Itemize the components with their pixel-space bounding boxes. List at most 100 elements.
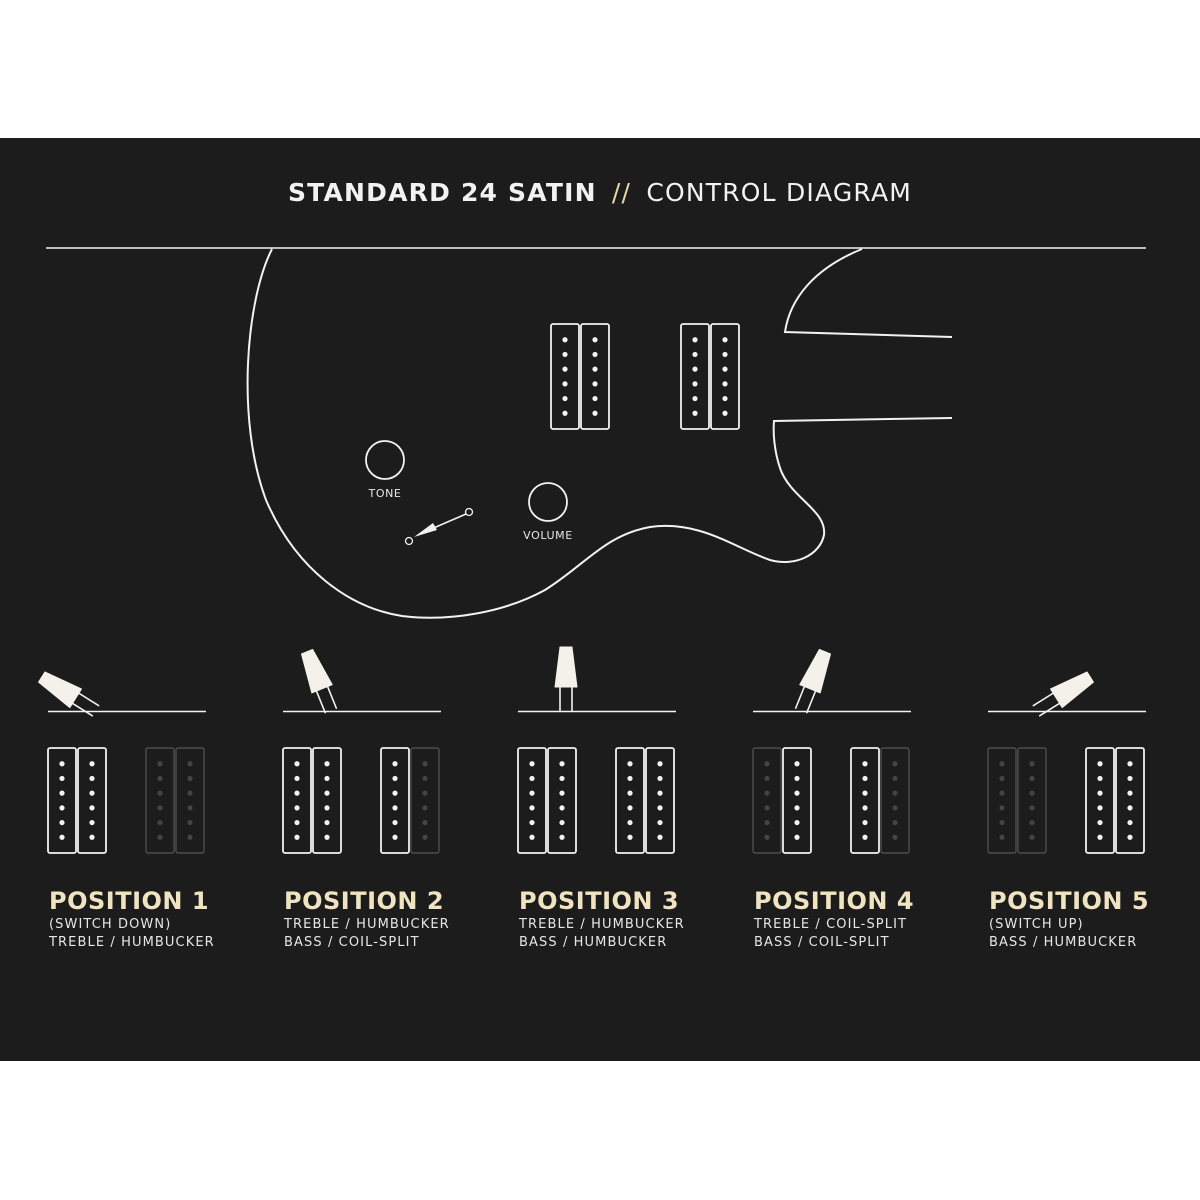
pole-piece <box>59 761 65 767</box>
pole-piece <box>187 819 193 826</box>
pole-piece <box>422 775 428 782</box>
pole-piece <box>187 790 193 796</box>
positions-row <box>38 646 1146 854</box>
pole-piece <box>592 381 598 387</box>
coil-outline <box>680 323 710 430</box>
switch-shaft <box>70 701 94 717</box>
pole-piece <box>794 775 800 782</box>
pole-piece <box>187 834 193 840</box>
switch-illustration <box>1032 671 1094 717</box>
pole-piece <box>1029 834 1035 840</box>
pole-piece <box>157 761 163 767</box>
coil-outline <box>410 747 440 854</box>
pole-piece <box>324 819 330 826</box>
pickup-coil-inactive <box>987 747 1017 854</box>
pickup-coil-active <box>47 747 77 854</box>
pole-piece <box>559 790 565 796</box>
pole-piece <box>1097 834 1103 840</box>
pole-piece <box>862 805 868 811</box>
pole-piece <box>562 337 568 343</box>
pole-piece <box>89 834 95 840</box>
pole-piece <box>1127 805 1133 811</box>
coil-outline <box>312 747 342 854</box>
coil-outline <box>710 323 740 430</box>
pole-piece <box>294 761 300 767</box>
pole-piece <box>89 790 95 796</box>
pole-piece <box>627 819 633 826</box>
tone-knob[interactable] <box>365 440 405 480</box>
pickup-coil-active <box>580 323 610 430</box>
coil-outline <box>880 747 910 854</box>
pole-piece <box>722 337 728 343</box>
switch-tip <box>414 523 437 537</box>
volume-knob[interactable] <box>528 482 568 522</box>
pole-piece <box>157 790 163 796</box>
pole-piece <box>529 819 535 826</box>
pole-piece <box>392 834 398 840</box>
position-title: POSITION 4 <box>754 887 915 915</box>
pole-piece <box>1127 761 1133 767</box>
position-description: TREBLE / COIL-SPLIT <box>754 917 908 932</box>
pole-piece <box>1097 761 1103 767</box>
position-description: TREBLE / HUMBUCKER <box>284 917 450 932</box>
switch-illustration <box>38 671 100 717</box>
pole-piece <box>157 819 163 826</box>
pickup-coil-active <box>710 323 740 430</box>
switch-illustration <box>794 648 832 714</box>
pole-piece <box>1097 790 1103 796</box>
pole-piece <box>59 805 65 811</box>
title-subtitle: CONTROL DIAGRAM <box>646 178 913 207</box>
pole-piece <box>862 834 868 840</box>
switch-shaft <box>1032 691 1056 707</box>
pole-piece <box>294 805 300 811</box>
coil-outline <box>987 747 1017 854</box>
pole-piece <box>892 834 898 840</box>
pickup-selector-switch[interactable] <box>404 507 474 546</box>
coil-outline <box>1115 747 1145 854</box>
pickup-coil-active <box>312 747 342 854</box>
pickup-coil-inactive <box>752 747 782 854</box>
position-caption: POSITION 5(SWITCH UP)BASS / HUMBUCKER <box>989 886 1189 952</box>
pole-piece <box>1097 805 1103 811</box>
pole-piece <box>892 761 898 767</box>
coil-outline <box>615 747 645 854</box>
pole-piece <box>157 775 163 782</box>
position-description: TREBLE / HUMBUCKER <box>519 917 685 932</box>
pole-piece <box>592 395 598 402</box>
pole-piece <box>559 805 565 811</box>
pole-piece <box>627 761 633 767</box>
pole-piece <box>892 775 898 782</box>
pole-piece <box>529 805 535 811</box>
pole-piece <box>392 790 398 796</box>
pole-piece <box>562 351 568 358</box>
pole-piece <box>59 834 65 840</box>
coil-outline <box>380 747 410 854</box>
pole-piece <box>324 805 330 811</box>
pole-piece <box>999 761 1005 767</box>
pole-piece <box>392 761 398 767</box>
position-title: POSITION 3 <box>519 887 680 915</box>
pole-piece <box>627 775 633 782</box>
pickup-coil-inactive <box>145 747 175 854</box>
switch-shaft <box>1038 701 1062 717</box>
pole-piece <box>59 775 65 782</box>
pole-piece <box>89 761 95 767</box>
pole-piece <box>862 819 868 826</box>
pole-piece <box>1127 819 1133 826</box>
pole-piece <box>722 395 728 402</box>
switch-shaft <box>314 688 327 714</box>
switch-illustration <box>300 648 338 714</box>
position-title: POSITION 5 <box>989 887 1150 915</box>
switch-shaft <box>76 691 100 707</box>
position-2 <box>282 648 441 854</box>
coil-outline <box>77 747 107 854</box>
pole-piece <box>657 790 663 796</box>
pole-piece <box>592 337 598 343</box>
pole-piece <box>764 761 770 767</box>
pole-piece <box>157 834 163 840</box>
pole-piece <box>562 410 568 416</box>
pole-piece <box>794 790 800 796</box>
position-title: POSITION 2 <box>284 887 445 915</box>
guitar-horn-outline <box>783 248 953 338</box>
